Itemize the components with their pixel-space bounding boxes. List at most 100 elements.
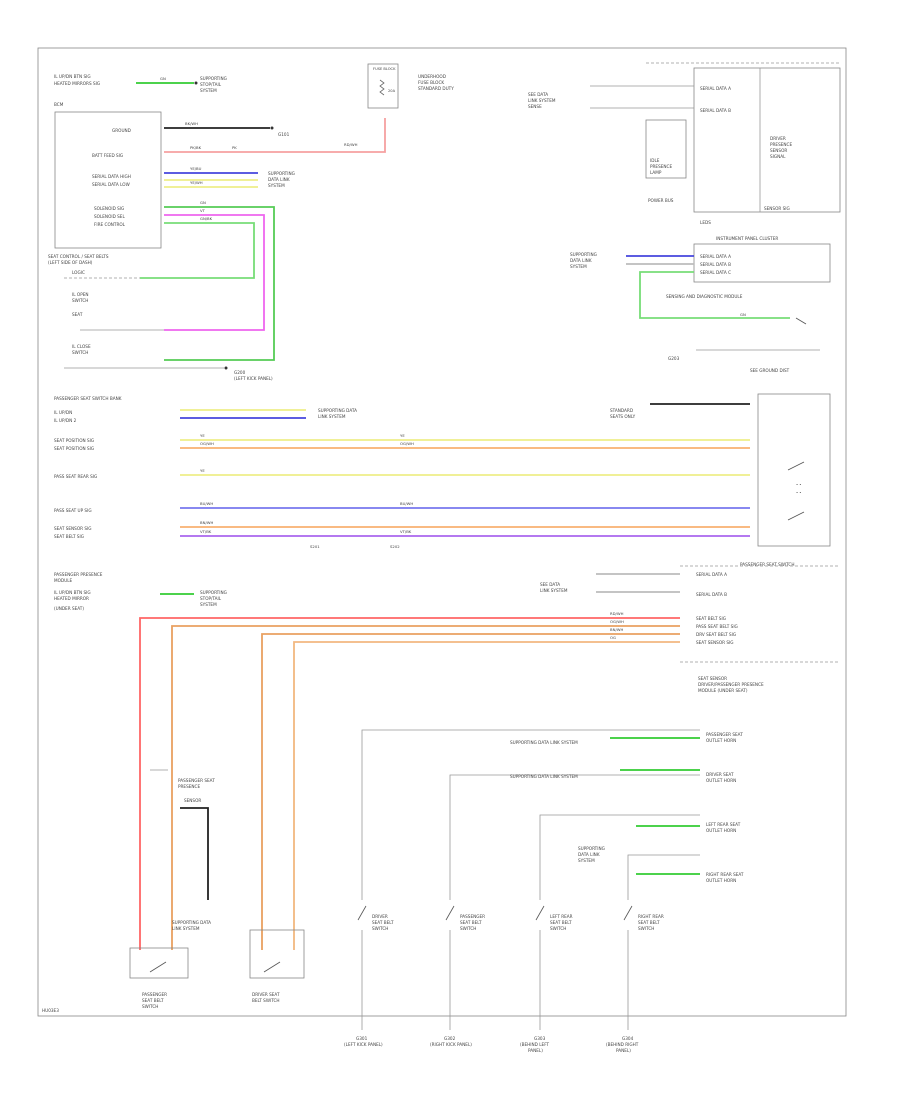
horn-wire-2 [449,774,700,900]
seat-switch-label-2: SEAT BELT [638,920,660,925]
pass-switch-title: PASSENGER SEAT SWITCH [740,562,795,567]
seat-switch-label: LEFT REAR [550,914,573,919]
seat-belt-switch-3: LEFT REAR SEAT BELT SWITCH G303 (BEHIND … [520,905,573,1053]
power-bus: POWER BUS [648,198,674,203]
horn-support: SUPPORTING [578,846,605,851]
fuse-block-box [367,63,399,109]
seat-switch-label: RIGHT REAR [638,914,664,919]
fuse-amp: 20A [388,89,396,93]
bottom-switch-label: PASSENGER [142,992,167,997]
ipc-pin: SERIAL DATA B [700,262,731,267]
seat-switch-label-3: SWITCH [460,926,476,931]
ground-g200-2: (LEFT KICK PANEL) [234,376,273,381]
pre-note-2: PRESENCE [178,784,200,789]
ipc-pin: SERIAL DATA B [700,108,731,113]
bcm-pin: FIRE CONTROL [94,222,126,227]
fuse-caption-2: FUSE BLOCK [418,80,444,85]
bank-pin: SEAT SENSOR SIG [54,526,92,531]
bottom-switch-2: DRIVER SEAT BELT SWITCH [249,929,305,1003]
bottom-switch-label-3: SWITCH [142,1004,158,1009]
ipc-note-2: LINK SYSTEM [528,98,556,103]
sdm-title: SENSING AND DIAGNOSTIC MODULE [666,294,743,299]
pretensioner: PASSENGER SEAT PRESENCE SENSOR SUPPORTIN… [150,769,215,931]
horn-label: LEFT REAR SEAT [706,822,741,827]
wire-tag: OG [610,635,616,640]
bank-pin: SEAT POSITION SIG [54,438,94,443]
fuse-block: FUSE BLOCK 20A UNDERHOOD FUSE BLOCK STAN… [367,63,454,109]
ground-label-3: PANEL) [528,1048,543,1053]
horn-label: DRIVER SEAT [706,772,734,777]
ipc-pin: SERIAL DATA A [700,86,731,91]
seat-belt-switch-2: PASSENGER SEAT BELT SWITCH G302 (RIGHT K… [430,905,485,1047]
bcm-top-connector: IL UP/DN BTN SIG HEATED MIRRORS SIG GN S… [54,74,227,93]
ground-label-2: (LEFT KICK PANEL) [344,1042,383,1047]
bottom-switch-label: DRIVER SEAT [252,992,280,997]
horn-note: SUPPORTING DATA LINK SYSTEM [510,740,578,745]
switch-bank-title: PASSENGER SEAT SWITCH BANK [54,396,122,401]
bcm-pin-label: HEATED MIRRORS SIG [54,81,100,86]
bcm-top-dest: SUPPORTING [200,76,227,81]
wire-tag: YE/BU [190,166,202,171]
bcm-pin: BATT FEED SIG [92,153,123,158]
bcm-top-dest-3: SYSTEM [200,88,217,93]
bank-dest: SUPPORTING DATA [318,408,357,413]
right-module-2: PRESENCE [770,142,792,147]
horn-switches: SUPPORTING DATA LINK SYSTEM SUPPORTING D… [361,729,744,900]
right-module-3: SENSOR [770,148,787,153]
passenger-seat-switch: • • • • PASSENGER SEAT SWITCH [740,393,831,567]
lower-module-title-3: (UNDER SEAT) [54,606,84,611]
lower-module-title-2: MODULE [54,578,73,583]
ground-note: G101 [278,132,290,137]
wire-red-down [139,617,680,950]
lower-dest-2: STOP/TAIL [200,596,222,601]
seat-control-pin: SWITCH [72,350,88,355]
conn-pin: SERIAL DATA B [696,592,727,597]
instrument-panel-cluster: INSTRUMENT PANEL CLUSTER SERIAL DATA A S… [570,236,831,373]
bottom-switch-1-box [129,947,189,979]
seat-control-pin: SEAT [72,312,83,317]
bcm-lower-title: BCM [54,102,64,107]
ground-note-right: G203 [668,356,680,361]
switch-dots-2: • • [796,491,801,495]
wire-tag: OG/WH [200,441,214,446]
horn-label: RIGHT REAR SEAT [706,872,744,877]
seat-control-pin: SWITCH [72,298,88,303]
bcm-lower-pins: GROUND BATT FEED SIG SERIAL DATA HIGH SE… [92,128,131,227]
wire-tag: YE [400,433,405,438]
instrument-box [693,67,841,213]
supporting: SUPPORTING [570,252,597,257]
pre-note-3: SENSOR [184,798,201,803]
horn-wire-3 [539,814,700,900]
seat-switch-label-3: SWITCH [638,926,654,931]
seat-switch-label-2: SEAT BELT [460,920,482,925]
idle-label: IDLE [650,158,660,163]
supporting-3: SYSTEM [570,264,587,269]
conn-pin: SERIAL DATA A [696,572,727,577]
lower-right-connector: SEE DATA LINK SYSTEM SERIAL DATA A SERIA… [540,565,840,693]
bottom-switch-1: PASSENGER SEAT BELT SWITCH [129,947,189,1009]
horn-label-2: OUTLET HORN [706,778,736,783]
seat-control-caption-2: (LEFT SIDE OF DASH) [48,260,93,265]
ground-label-2: (BEHIND LEFT [520,1042,550,1047]
bank-dest-2: LINK SYSTEM [318,414,346,419]
horn-label-2: OUTLET HORN [706,828,736,833]
right-module: DRIVER [770,136,786,141]
horn-support-2: DATA LINK [578,852,600,857]
wire-tag: OG/WH [610,619,624,624]
seat-switch-label-2: SEAT BELT [372,920,394,925]
conn-note: SEE DATA [540,582,560,587]
bcm-pin: SERIAL DATA LOW [92,182,130,187]
seat-belt-switch-4: RIGHT REAR SEAT BELT SWITCH G304 (BEHIND… [606,905,664,1053]
horn-label-2: OUTLET HORN [706,738,736,743]
wire-tag: VT [200,208,206,213]
wire-tag: BK/WH [185,121,198,126]
horn-support-3: SYSTEM [578,858,595,863]
lower-module-title: PASSENGER PRESENCE [54,572,103,577]
seat-belt-switch-1: DRIVER SEAT BELT SWITCH G301 (LEFT KICK … [344,905,394,1047]
seat-control-caption: SEAT CONTROL / SEAT BELTS [48,254,109,259]
lower-dest-3: SYSTEM [200,602,217,607]
wire-green-solenoid [164,206,275,361]
wire-tag: BU/WH [200,501,213,506]
fuse-caption: UNDERHOOD [418,74,446,79]
